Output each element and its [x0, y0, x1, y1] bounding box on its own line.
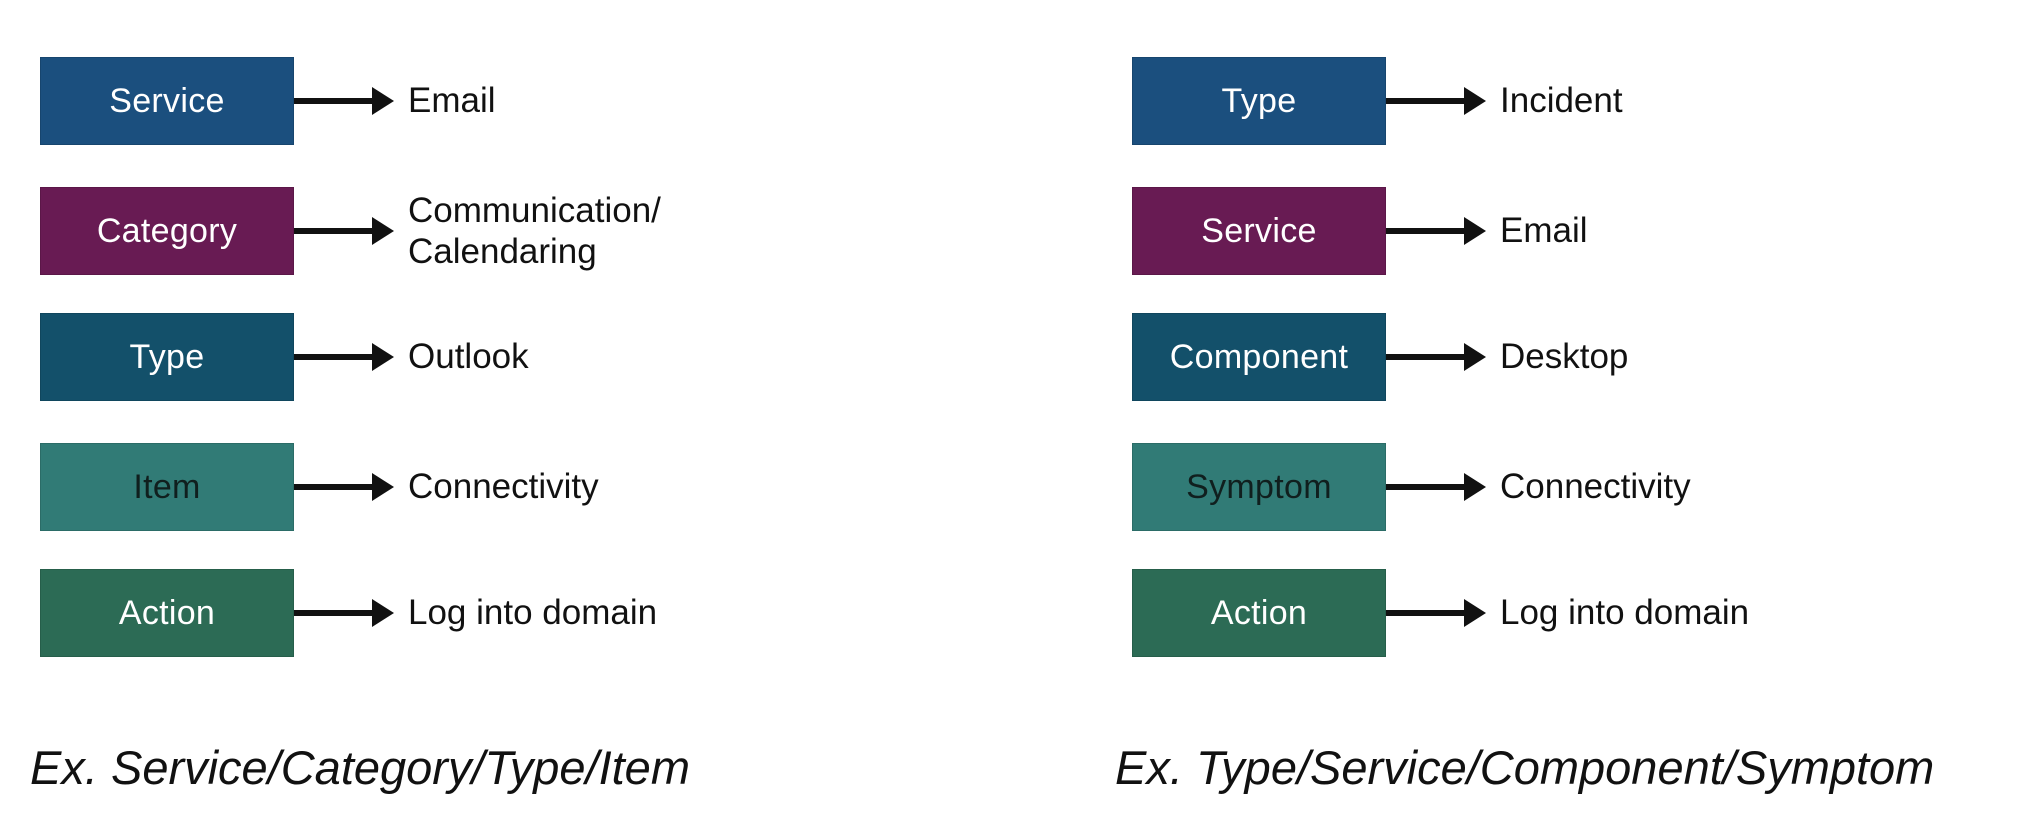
- component-box: Component: [1132, 313, 1386, 401]
- arrow-line: [294, 98, 372, 104]
- arrow-line: [294, 228, 372, 234]
- diagram-row: Category Communication/ Calendaring: [40, 187, 661, 275]
- mapped-value: Communication/ Calendaring: [408, 190, 661, 271]
- mapped-value: Log into domain: [1500, 593, 1750, 633]
- arrow-head: [372, 217, 394, 245]
- arrow-head: [372, 87, 394, 115]
- arrow-right-icon: [294, 87, 394, 115]
- arrow-right-icon: [1386, 87, 1486, 115]
- arrow-line: [1386, 228, 1464, 234]
- type-box: Type: [1132, 57, 1386, 145]
- box-label: Type: [1221, 81, 1297, 120]
- arrow-head: [1464, 599, 1486, 627]
- action-box: Action: [40, 569, 294, 657]
- box-label: Symptom: [1186, 467, 1332, 506]
- mapped-value: Email: [408, 81, 496, 121]
- item-box: Item: [40, 443, 294, 531]
- arrow-line: [1386, 354, 1464, 360]
- symptom-box: Symptom: [1132, 443, 1386, 531]
- arrow-line: [294, 354, 372, 360]
- mapped-value: Email: [1500, 211, 1588, 251]
- box-label: Action: [118, 593, 216, 632]
- category-box: Category: [40, 187, 294, 275]
- diagram-row: Item Connectivity: [40, 443, 599, 531]
- arrow-right-icon: [1386, 217, 1486, 245]
- arrow-right-icon: [294, 599, 394, 627]
- arrow-line: [294, 610, 372, 616]
- mapped-value: Log into domain: [408, 593, 658, 633]
- arrow-head: [372, 343, 394, 371]
- mapped-value: Outlook: [408, 337, 529, 377]
- arrow-line: [1386, 98, 1464, 104]
- box-label: Action: [1210, 593, 1308, 632]
- diagram-row: Component Desktop: [1132, 313, 1628, 401]
- arrow-head: [1464, 87, 1486, 115]
- mapped-value: Incident: [1500, 81, 1623, 121]
- arrow-line: [1386, 610, 1464, 616]
- box-label: Service: [1201, 211, 1317, 250]
- arrow-head: [1464, 473, 1486, 501]
- box-label: Category: [96, 211, 238, 250]
- mapped-value: Connectivity: [408, 467, 599, 507]
- mapped-value: Desktop: [1500, 337, 1629, 377]
- diagram-row: Service Email: [1132, 187, 1588, 275]
- type-box: Type: [40, 313, 294, 401]
- diagram-row: Service Email: [40, 57, 496, 145]
- arrow-head: [1464, 343, 1486, 371]
- box-label: Component: [1169, 337, 1349, 376]
- arrow-right-icon: [1386, 473, 1486, 501]
- arrow-head: [372, 599, 394, 627]
- arrow-right-icon: [1386, 343, 1486, 371]
- arrow-head: [1464, 217, 1486, 245]
- box-label: Type: [129, 337, 205, 376]
- action-box: Action: [1132, 569, 1386, 657]
- diagram-row: Symptom Connectivity: [1132, 443, 1691, 531]
- arrow-right-icon: [294, 343, 394, 371]
- mapped-value: Connectivity: [1500, 467, 1691, 507]
- box-label: Item: [133, 467, 201, 506]
- diagram-row: Type Incident: [1132, 57, 1623, 145]
- service-box: Service: [1132, 187, 1386, 275]
- arrow-head: [372, 473, 394, 501]
- arrow-right-icon: [1386, 599, 1486, 627]
- diagram-row: Action Log into domain: [40, 569, 657, 657]
- left-example-caption: Ex. Service/Category/Type/Item: [30, 741, 690, 794]
- box-label: Service: [109, 81, 225, 120]
- arrow-right-icon: [294, 473, 394, 501]
- arrow-right-icon: [294, 217, 394, 245]
- diagram-row: Action Log into domain: [1132, 569, 1749, 657]
- diagram-row: Type Outlook: [40, 313, 529, 401]
- right-example-caption: Ex. Type/Service/Component/Symptom: [1115, 741, 1935, 794]
- service-box: Service: [40, 57, 294, 145]
- arrow-line: [294, 484, 372, 490]
- arrow-line: [1386, 484, 1464, 490]
